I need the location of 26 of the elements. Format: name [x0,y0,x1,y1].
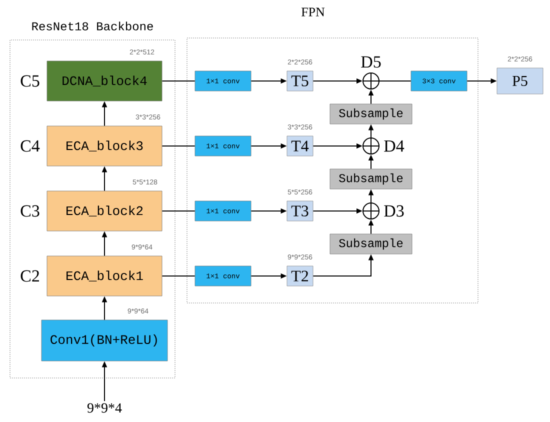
layer-box: ECA_block3 [46,126,162,166]
layer-box: ECA_block1 [46,256,162,296]
feature-box: T5 [286,70,314,92]
level-label: C3 [20,205,40,217]
layer-box: Conv1(BN+ReLU) [41,320,168,362]
subsample-box: Subsample [330,168,412,190]
input-label: 9*9*4 [87,403,122,413]
subsample-box: Subsample [330,104,412,124]
feature-box: T2 [286,266,314,286]
sum-circle [362,202,380,220]
layer-box: ECA_block2 [46,190,162,232]
level-label: D4 [384,140,404,152]
group-heading: ResNet18 Backbone [32,22,153,30]
level-label: C5 [20,75,40,87]
sum-circle [362,72,380,90]
feature-box: T4 [286,136,314,156]
level-label: D5 [361,56,381,68]
sum-circle [362,137,380,155]
level-label: C2 [20,270,39,282]
layer-box: DCNA_block4 [46,60,162,102]
level-label: D3 [384,205,404,217]
subsample-box: Subsample [330,234,412,254]
feature-box: P5 [496,68,544,94]
level-label: C4 [20,140,40,152]
feature-box: T3 [286,200,314,222]
group-heading: FPN [301,8,325,16]
